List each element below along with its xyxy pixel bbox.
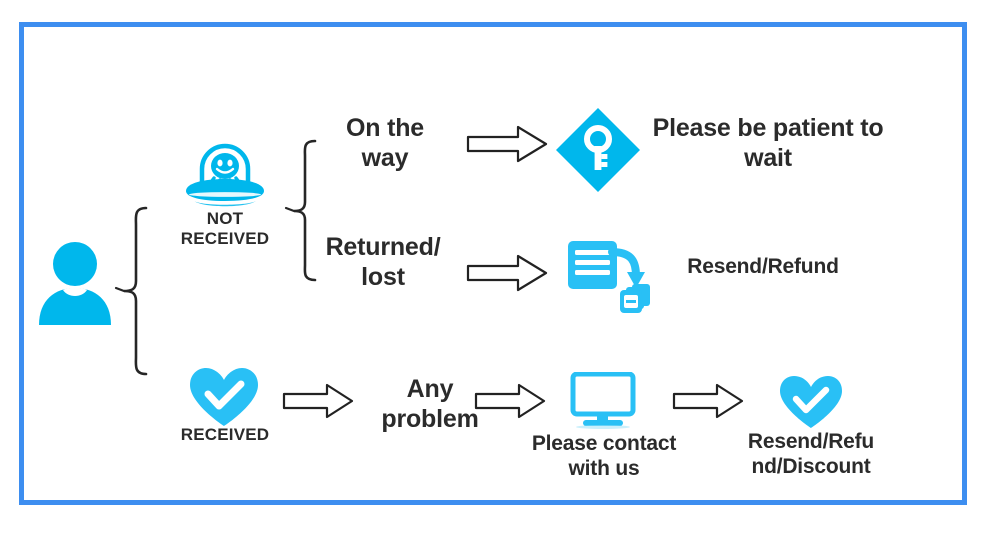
key-diamond-icon	[555, 108, 641, 193]
branch-label-received: RECEIVED	[180, 425, 270, 444]
brace-main	[112, 205, 154, 377]
heart-check-icon-received	[188, 366, 260, 428]
arrow-right-outline-received-2	[474, 383, 546, 419]
brace-not-received	[283, 138, 323, 283]
arrow-right-outline-received-3	[672, 383, 744, 419]
arrow-right-outline-on-the-way	[466, 125, 548, 163]
step-label-resend-refund-discount: Resend/Refu nd/Discount	[747, 430, 875, 478]
option-label-returned-lost: Returned/ lost	[325, 233, 441, 291]
ufo-alien-icon	[180, 133, 270, 211]
person-icon	[35, 240, 115, 325]
monitor-icon	[570, 371, 636, 430]
result-label-resend-refund: Resend/Refund	[687, 255, 839, 278]
step-label-any-problem: Any problem	[381, 375, 479, 433]
result-label-be-patient: Please be patient to wait	[652, 114, 884, 172]
branch-label-not-received: NOT RECEIVED	[180, 209, 270, 249]
option-label-on-the-way: On the way	[346, 114, 424, 172]
arrow-right-outline-received-1	[282, 383, 354, 419]
document-resend-icon	[566, 238, 652, 318]
arrow-right-outline-returned-lost	[466, 254, 548, 292]
heart-check-icon-result	[778, 374, 844, 430]
step-label-please-contact: Please contact with us	[531, 432, 677, 480]
